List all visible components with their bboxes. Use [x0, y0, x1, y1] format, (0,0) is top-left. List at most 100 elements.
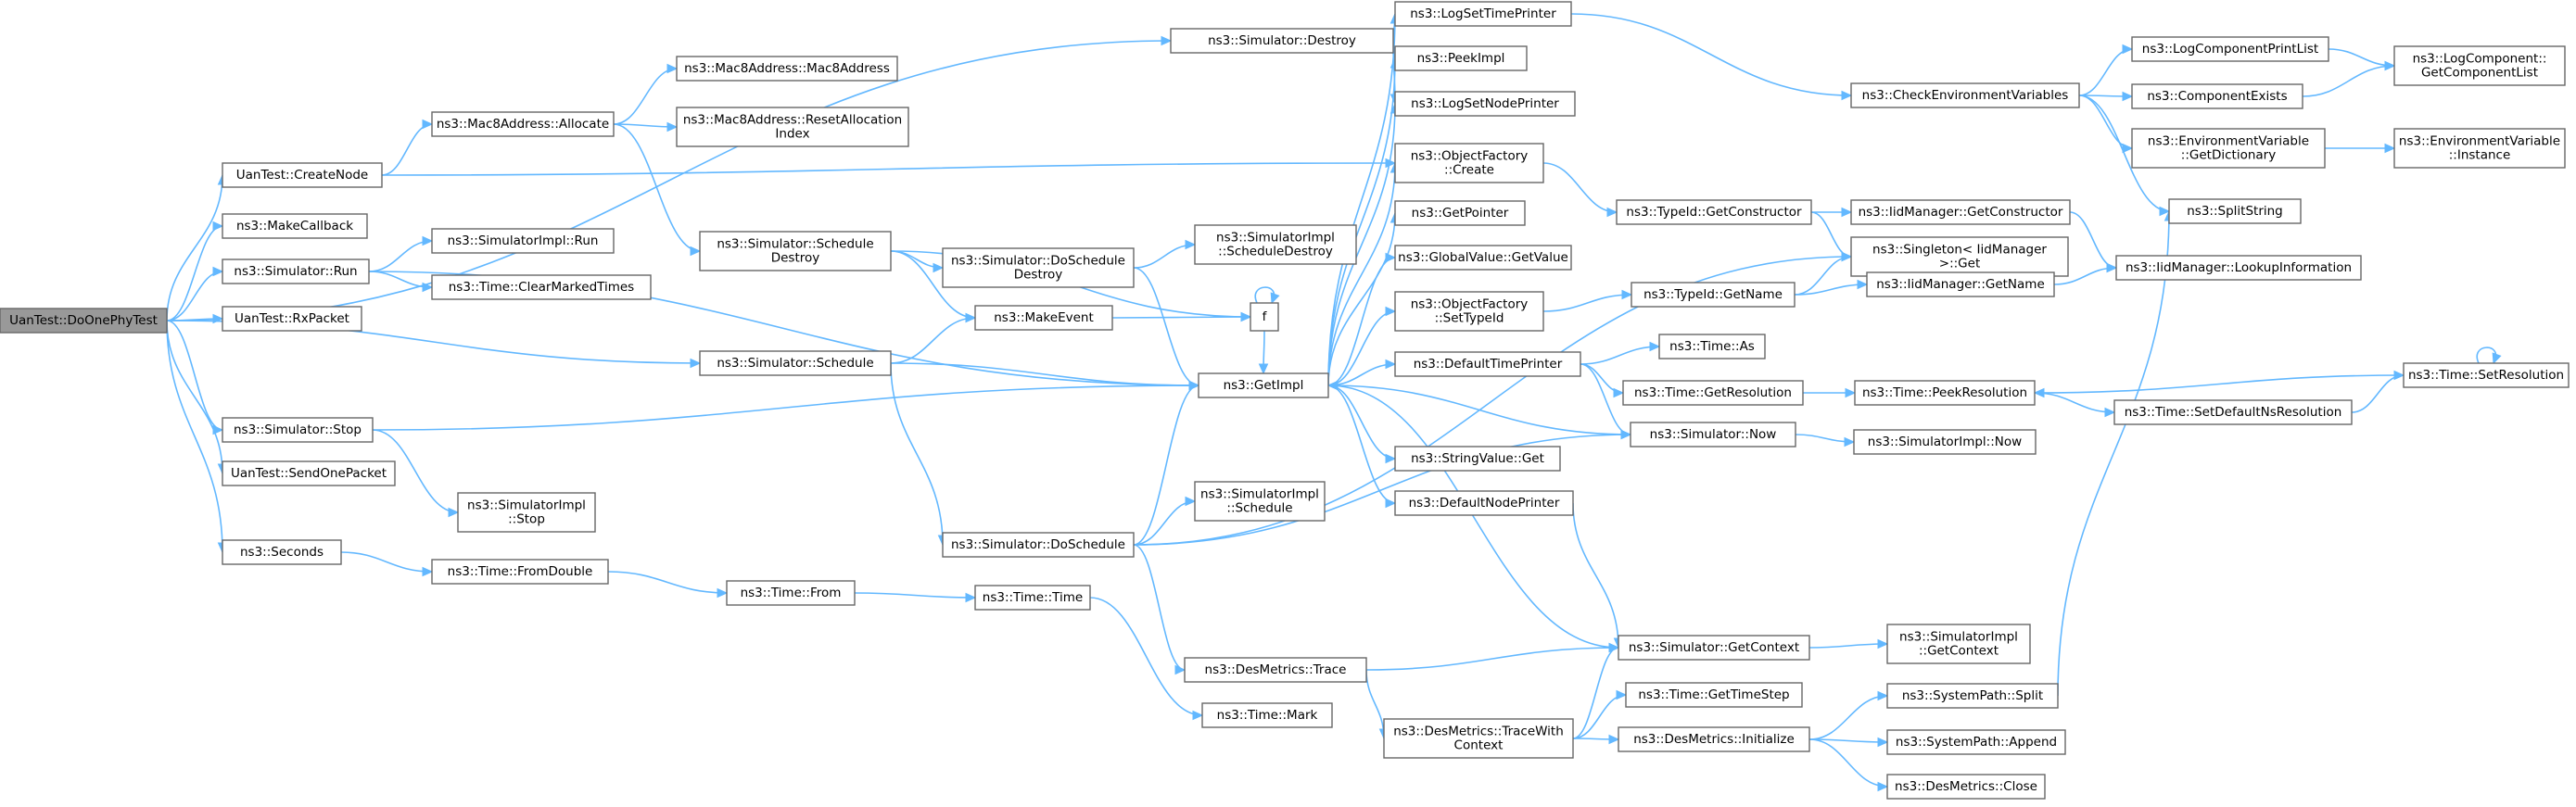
node-label: ::Create	[1444, 163, 1494, 178]
node-run[interactable]: ns3::Simulator::Run	[222, 258, 370, 284]
node-destroy[interactable]: ns3::Simulator::Destroy	[1170, 28, 1394, 54]
edge-schedule-to-dosch	[890, 362, 948, 547]
node-destrace[interactable]: ns3::DesMetrics::Trace	[1184, 657, 1367, 683]
edge-destracewith-to-desinit	[1572, 734, 1620, 745]
node-timetime[interactable]: ns3::Time::Time	[974, 585, 1091, 611]
node-box	[431, 559, 609, 585]
node-f[interactable]: f	[1250, 302, 1279, 332]
edge-run-to-clearmarked	[368, 271, 434, 293]
node-mac8addr[interactable]: ns3::Mac8Address::Mac8Address	[676, 56, 898, 82]
node-simimplctx[interactable]: ns3::SimulatorImpl::GetContext	[1886, 624, 2031, 664]
node-rxpacket[interactable]: UanTest::RxPacket	[222, 306, 362, 332]
node-iidlookup[interactable]: ns3::IidManager::LookupInformation	[2115, 255, 2362, 281]
node-simnow[interactable]: ns3::Simulator::Now	[1630, 422, 1796, 448]
edge-getcontext-to-getimpl	[1326, 380, 1619, 649]
node-label: ns3::DesMetrics::Trace	[1205, 662, 1347, 677]
node-splitstring[interactable]: ns3::SplitString	[2168, 198, 2302, 224]
edge-getimpl-to-logsettime	[1327, 12, 1401, 386]
node-envinstance[interactable]: ns3::EnvironmentVariable::Instance	[2393, 128, 2566, 169]
node-label: ns3::GetImpl	[1224, 378, 1304, 393]
edge-deftime-to-timegetres	[1580, 363, 1625, 398]
node-box	[1394, 143, 1544, 183]
node-box	[974, 585, 1091, 611]
node-ofsettypeid[interactable]: ns3::ObjectFactory::SetTypeId	[1394, 291, 1544, 332]
node-simimplstop[interactable]: ns3::SimulatorImpl::Stop	[457, 492, 596, 533]
node-logcompget[interactable]: ns3::LogComponent::GetComponentList	[2393, 45, 2566, 86]
node-typeidgetctor[interactable]: ns3::TypeId::GetConstructor	[1616, 199, 1812, 225]
node-label: ns3::DesMetrics::Initialize	[1633, 732, 1795, 747]
node-getimpl[interactable]: ns3::GetImpl	[1198, 372, 1329, 398]
edge-mac8alloc-to-mac8reset	[613, 121, 679, 132]
node-label: ns3::TypeId::GetConstructor	[1626, 205, 1802, 220]
node-seconds[interactable]: ns3::Seconds	[222, 539, 342, 565]
node-root[interactable]: UanTest::DoOnePhyTest	[0, 308, 168, 334]
node-peekres[interactable]: ns3::Time::PeekResolution	[1854, 380, 2036, 406]
node-logsetnode[interactable]: ns3::LogSetNodePrinter	[1394, 91, 1576, 117]
node-label: ns3::SimulatorImpl::Run	[448, 233, 599, 248]
node-timegetres[interactable]: ns3::Time::GetResolution	[1622, 380, 1804, 406]
node-box	[1394, 446, 1561, 472]
node-iidgetctor[interactable]: ns3::IidManager::GetConstructor	[1850, 199, 2071, 225]
node-logcompprint[interactable]: ns3::LogComponentPrintList	[2131, 36, 2329, 62]
node-makecallback[interactable]: ns3::MakeCallback	[222, 213, 368, 239]
node-timefrom[interactable]: ns3::Time::From	[726, 580, 856, 606]
node-box	[1625, 682, 1803, 708]
node-makeevent[interactable]: ns3::MakeEvent	[974, 305, 1113, 331]
node-envdict[interactable]: ns3::EnvironmentVariable::GetDictionary	[2131, 128, 2326, 169]
node-deftime[interactable]: ns3::DefaultTimePrinter	[1394, 351, 1581, 377]
node-desinit[interactable]: ns3::DesMetrics::Initialize	[1618, 726, 1810, 752]
node-gettimestep[interactable]: ns3::Time::GetTimeStep	[1625, 682, 1803, 708]
node-globalvalue[interactable]: ns3::GlobalValue::GetValue	[1394, 245, 1572, 271]
node-peekimpl[interactable]: ns3::PeekImpl	[1394, 45, 1528, 71]
node-createnode[interactable]: UanTest::CreateNode	[222, 162, 383, 188]
node-box	[1618, 635, 1810, 661]
node-defnode[interactable]: ns3::DefaultNodePrinter	[1394, 490, 1574, 516]
edge-dosch-to-simimplsch	[1133, 496, 1197, 546]
node-fromdouble[interactable]: ns3::Time::FromDouble	[431, 559, 609, 585]
node-box	[1383, 718, 1574, 759]
node-label: ns3::DefaultTimePrinter	[1414, 357, 1563, 372]
node-ofcreate[interactable]: ns3::ObjectFactory::Create	[1394, 143, 1544, 183]
node-sendone[interactable]: UanTest::SendOnePacket	[222, 460, 396, 486]
node-label: ns3::SystemPath::Split	[1902, 688, 2043, 703]
node-iidgetname[interactable]: ns3::IidManager::GetName	[1866, 271, 2055, 297]
node-box	[1250, 302, 1279, 332]
node-clearmarked[interactable]: ns3::Time::ClearMarkedTimes	[431, 274, 652, 300]
node-compexists[interactable]: ns3::ComponentExists	[2131, 83, 2303, 109]
node-mac8alloc[interactable]: ns3::Mac8Address::Allocate	[431, 111, 615, 137]
node-getcontext[interactable]: ns3::Simulator::GetContext	[1618, 635, 1810, 661]
node-timemark[interactable]: ns3::Time::Mark	[1201, 702, 1333, 728]
node-simimplnow[interactable]: ns3::SimulatorImpl::Now	[1853, 429, 2037, 455]
node-syssplit[interactable]: ns3::SystemPath::Split	[1886, 683, 2059, 709]
node-simimplrun[interactable]: ns3::SimulatorImpl::Run	[431, 228, 615, 254]
edge-createnode-to-ofcreate	[381, 158, 1397, 176]
node-simimplsch[interactable]: ns3::SimulatorImpl::Schedule	[1194, 481, 1326, 522]
node-schdestroy[interactable]: ns3::Simulator::ScheduleDestroy	[699, 231, 892, 271]
node-box	[1184, 657, 1367, 683]
node-timeas[interactable]: ns3::Time::As	[1658, 334, 1766, 359]
node-stop[interactable]: ns3::Simulator::Stop	[222, 417, 374, 443]
node-dosch[interactable]: ns3::Simulator::DoSchedule	[942, 532, 1135, 558]
node-singleton[interactable]: ns3::Singleton< IidManager >::Get	[1850, 236, 2069, 277]
node-simimplschdestroy[interactable]: ns3::SimulatorImpl::ScheduleDestroy	[1194, 224, 1357, 265]
node-label: ns3::Mac8Address::Allocate	[437, 117, 609, 132]
node-sysappend[interactable]: ns3::SystemPath::Append	[1886, 729, 2066, 755]
node-box	[0, 308, 168, 334]
node-getpointer[interactable]: ns3::GetPointer	[1394, 200, 1526, 226]
edge-desinit-to-desclose	[1808, 738, 1889, 792]
node-box	[1616, 199, 1812, 225]
node-schedule[interactable]: ns3::Simulator::Schedule	[699, 350, 892, 376]
node-typeidgetname[interactable]: ns3::TypeId::GetName	[1631, 282, 1796, 308]
node-box	[1886, 729, 2066, 755]
node-setres[interactable]: ns3::Time::SetResolution	[2403, 362, 2570, 388]
node-stringvalue[interactable]: ns3::StringValue::Get	[1394, 446, 1561, 472]
node-logsettime[interactable]: ns3::LogSetTimePrinter	[1394, 1, 1572, 27]
node-desclose[interactable]: ns3::DesMetrics::Close	[1886, 774, 2046, 800]
node-setdefns[interactable]: ns3::Time::SetDefaultNsResolution	[2113, 399, 2353, 425]
node-box	[1630, 422, 1796, 448]
node-label: ns3::DefaultNodePrinter	[1409, 496, 1560, 511]
node-checkenv[interactable]: ns3::CheckEnvironmentVariables	[1850, 82, 2080, 108]
